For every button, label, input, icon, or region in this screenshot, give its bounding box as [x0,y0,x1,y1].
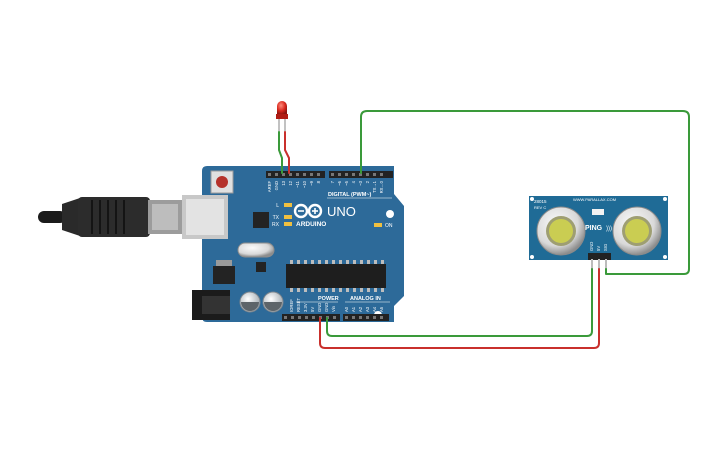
red-led[interactable] [276,101,288,132]
mounting-hole [386,210,394,218]
pin-label: A3 [365,306,370,312]
brand-label: ARDUINO [296,221,326,228]
power-analog-header[interactable] [282,314,389,321]
pin-label: 12 [288,180,293,185]
pin-label: A0 [344,306,349,312]
pin-label: A4 [372,306,377,312]
pin-label: A1 [351,306,356,312]
digital-header[interactable] [266,171,393,178]
pin-label: Vin [331,305,336,312]
pin-label: ~11 [295,180,300,187]
crystal [237,242,275,258]
pin-label: A2 [358,306,363,312]
led-tx-label: TX [273,215,280,221]
pin-label: 2 [365,180,370,183]
pin-label: 5V [310,307,315,312]
pin-label: GND [589,242,594,251]
pin-label: ~9 [309,180,314,185]
pin-label: ~5 [344,180,349,185]
pin-label: RX←0 [379,180,384,193]
led-rx-indicator [284,222,292,226]
power-label: POWER [318,296,339,302]
power-jack [192,290,230,320]
pin-label: 5V [596,246,601,251]
pin-label: 8 [316,180,321,183]
microcontroller-chip [286,260,386,292]
wire-led-gnd[interactable] [278,131,283,174]
pin-label: SIG [603,244,608,251]
pin-label: ~10 [302,180,307,188]
wire-gnd[interactable] [326,268,593,337]
voltage-regulator [213,260,235,284]
wire-5v[interactable] [319,268,600,349]
usb-controller-chip [253,212,269,228]
pin-label: 7 [330,180,335,183]
pin-label: GND [324,303,329,312]
led-l-label: L [276,203,279,209]
usb-cable[interactable] [38,197,182,237]
transducer-right [612,206,662,256]
pin-label: TX→1 [372,180,377,193]
sensor-indicator [592,209,604,215]
pin-label: GND [317,303,322,312]
pin-label: 4 [351,180,356,183]
pin-label: AREF [267,181,272,193]
ping-ultrasonic-sensor[interactable]: 28015 REV C WWW.PARALLAX.COM PING ))) GN… [529,196,668,269]
capacitor [239,291,261,313]
sensor-code: 28015 [534,199,547,204]
pin-label: ~6 [337,180,342,185]
arduino-uno-board[interactable]: L TX RX ON ARDUINO UNO [182,166,404,322]
led-rx-label: RX [272,222,280,228]
pin-label: ~3 [358,180,363,185]
analog-label: ANALOG IN [350,296,381,302]
sensor-pins[interactable] [591,259,607,269]
pin-label: IOREF [289,299,294,312]
capacitor [262,291,284,313]
transducer-left [536,206,586,256]
small-chip [256,262,266,272]
wire-signal[interactable] [360,110,690,275]
led-on-indicator [374,223,382,227]
led-l-indicator [284,203,292,207]
pin-label: RESET [296,298,301,312]
wire-led-pin13[interactable] [284,131,290,174]
sensor-url: WWW.PARALLAX.COM [573,197,616,202]
pin-label: A5 [379,306,384,312]
digital-label: DIGITAL (PWM~) [328,192,372,198]
pin-label: 3.3V [303,303,308,312]
pin-label: 13 [281,180,286,185]
led-tx-indicator [284,215,292,219]
sensor-rev: REV C [534,205,546,210]
sensor-waves: ))) [606,226,612,232]
sensor-name: PING [585,225,603,232]
model-label: UNO [327,204,356,219]
reset-button[interactable] [210,170,234,194]
pin-label: GND [274,181,279,190]
arduino-logo-icon [293,203,323,219]
led-on-label: ON [385,223,393,229]
